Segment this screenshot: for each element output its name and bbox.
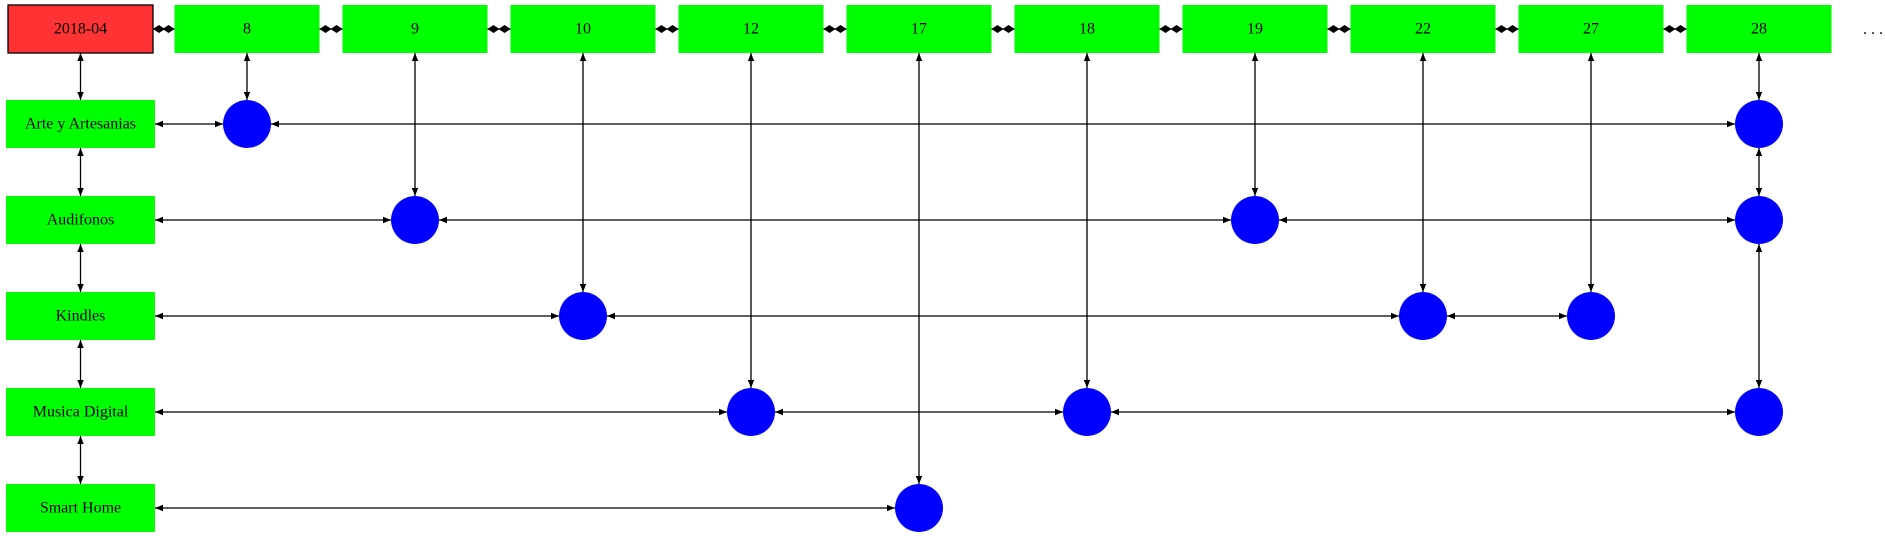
column-header-8 bbox=[174, 5, 320, 53]
node-0-8 bbox=[223, 100, 271, 148]
node-2-27 bbox=[1567, 292, 1615, 340]
row-header-label-2: Kindles bbox=[56, 308, 106, 325]
row-header-1 bbox=[6, 196, 155, 244]
column-header-label-9: 9 bbox=[411, 21, 419, 38]
column-header-label-28: 28 bbox=[1751, 21, 1767, 38]
row-header-3 bbox=[6, 388, 155, 436]
column-header-label-12: 12 bbox=[743, 21, 759, 38]
node-4-17 bbox=[895, 484, 943, 532]
column-header-22 bbox=[1350, 5, 1496, 53]
row-header-label-1: Audifonos bbox=[47, 212, 115, 229]
row-header-2 bbox=[6, 292, 155, 340]
row-header-0 bbox=[6, 100, 155, 148]
row-header-label-3: Musica Digital bbox=[33, 404, 129, 421]
node-3-18 bbox=[1063, 388, 1111, 436]
column-header-12 bbox=[678, 5, 824, 53]
corner-period-label: 2018-04 bbox=[54, 21, 107, 38]
node-1-19 bbox=[1231, 196, 1279, 244]
column-header-19 bbox=[1182, 5, 1328, 53]
column-header-label-8: 8 bbox=[243, 21, 251, 38]
column-header-label-10: 10 bbox=[575, 21, 591, 38]
column-header-label-22: 22 bbox=[1415, 21, 1431, 38]
node-3-12 bbox=[727, 388, 775, 436]
corner-period-box bbox=[7, 4, 154, 54]
row-header-label-0: Arte y Artesanias bbox=[25, 116, 136, 133]
node-2-10 bbox=[559, 292, 607, 340]
column-header-27 bbox=[1518, 5, 1664, 53]
column-header-label-17: 17 bbox=[911, 21, 927, 38]
node-1-28 bbox=[1735, 196, 1783, 244]
node-1-9 bbox=[391, 196, 439, 244]
column-header-9 bbox=[342, 5, 488, 53]
column-header-10 bbox=[510, 5, 656, 53]
column-header-18 bbox=[1014, 5, 1160, 53]
node-3-28 bbox=[1735, 388, 1783, 436]
node-0-28 bbox=[1735, 100, 1783, 148]
column-header-28 bbox=[1686, 5, 1832, 53]
row-header-4 bbox=[6, 484, 155, 532]
column-header-label-19: 19 bbox=[1247, 21, 1263, 38]
column-header-label-27: 27 bbox=[1583, 21, 1599, 38]
node-2-22 bbox=[1399, 292, 1447, 340]
row-header-label-4: Smart Home bbox=[40, 500, 121, 517]
column-header-label-18: 18 bbox=[1079, 21, 1095, 38]
column-header-17 bbox=[846, 5, 992, 53]
overflow-ellipsis: . . . bbox=[1863, 21, 1883, 38]
